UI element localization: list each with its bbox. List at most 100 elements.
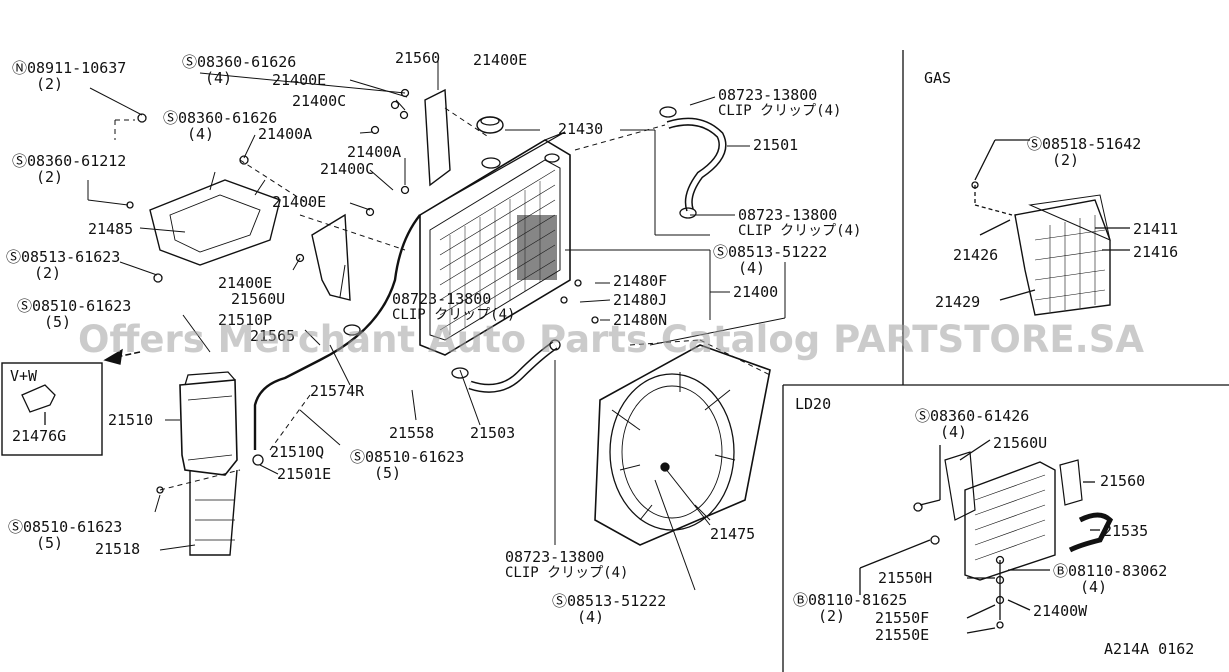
- qty-label: (4): [187, 125, 215, 143]
- part-label-08110-83062: Ⓑ08110-83062: [1053, 562, 1168, 580]
- part-label-21480N: 21480N: [613, 311, 668, 329]
- part-label-21535: 21535: [1103, 522, 1149, 540]
- qty-label: (2): [36, 75, 64, 93]
- part-label-08518-51642: Ⓢ08518-51642: [1027, 135, 1142, 153]
- part-label-21400C: 21400C: [320, 160, 375, 178]
- part-label-21550F: 21550F: [875, 609, 930, 627]
- radiator-cap: [476, 116, 504, 134]
- part-label-21550E: 21550E: [875, 626, 930, 644]
- clip-label-code: 08723-13800: [392, 290, 492, 308]
- part-label-08360-61626: Ⓢ08360-61626: [163, 109, 278, 127]
- part-label-21411: 21411: [1133, 220, 1179, 238]
- part-label-08510-61623: Ⓢ08510-61623: [8, 518, 123, 536]
- diagram-code: A214A 0162: [1104, 640, 1195, 658]
- part-label-21501: 21501: [753, 136, 799, 154]
- qty-label: (2): [1052, 151, 1080, 169]
- reservoir-tank: [179, 371, 238, 556]
- part-label-21510Q: 21510Q: [270, 443, 325, 461]
- qty-label: (4): [577, 608, 605, 626]
- solid-leaders: [87, 58, 786, 591]
- part-label-21475: 21475: [710, 525, 756, 543]
- part-label-21503: 21503: [470, 424, 516, 442]
- qty-label: (2): [818, 607, 846, 625]
- part-label-08110-81625: Ⓑ08110-81625: [793, 591, 908, 609]
- part-label-21565: 21565: [250, 327, 296, 345]
- part-label-21510P: 21510P: [218, 311, 273, 329]
- part-label-21400W: 21400W: [1033, 602, 1088, 620]
- part-label-08360-61626: Ⓢ08360-61626: [182, 53, 297, 71]
- dashed-leaders: [114, 107, 771, 491]
- clip-label-text: CLIP クリップ(4): [738, 223, 862, 239]
- clip-label-text: CLIP クリップ(4): [505, 565, 629, 581]
- qty-label: (4): [940, 423, 968, 441]
- part-label-08911-10637: Ⓝ08911-10637: [12, 59, 127, 77]
- part-label-21429: 21429: [935, 293, 981, 311]
- clip-label-code: 08723-13800: [505, 548, 605, 566]
- part-label-21480F: 21480F: [613, 272, 668, 290]
- part-label-21510: 21510: [108, 411, 154, 429]
- part-label-08510-61623: Ⓢ08510-61623: [17, 297, 132, 315]
- radiator-core: [419, 131, 571, 356]
- part-label-21574R: 21574R: [310, 382, 365, 400]
- part-label-21560: 21560: [1100, 472, 1146, 490]
- watermark-text: Offers Merchant Auto Parts Catalog PARTS…: [78, 318, 1144, 361]
- part-label-21485: 21485: [88, 220, 134, 238]
- qty-label: (4): [205, 69, 233, 87]
- fan-shroud: [594, 344, 771, 546]
- part-label-21400E: 21400E: [272, 193, 327, 211]
- inset-title-gas: GAS: [924, 69, 952, 87]
- overflow-hose: [253, 214, 421, 450]
- part-label-21560U: 21560U: [231, 290, 286, 308]
- qty-label: (2): [36, 168, 64, 186]
- part-label-08360-61212: Ⓢ08360-61212: [12, 152, 127, 170]
- part-label-21400E: 21400E: [473, 51, 528, 69]
- gas-parts: [971, 139, 1130, 316]
- fasteners: [126, 88, 599, 494]
- part-label-08510-61623: Ⓢ08510-61623: [350, 448, 465, 466]
- clip-label-text: CLIP クリップ(4): [718, 103, 842, 119]
- inset-title-vw: V+W: [10, 367, 38, 385]
- part-label-21400A: 21400A: [258, 125, 313, 143]
- upper-hose: [666, 117, 727, 212]
- bracket-21560: [311, 88, 451, 301]
- arrow-vw: [103, 348, 141, 365]
- part-label-21501E: 21501E: [277, 465, 332, 483]
- part-label-21558: 21558: [389, 424, 435, 442]
- part-label-21400: 21400: [733, 283, 779, 301]
- qty-label: (4): [738, 259, 766, 277]
- part-label-21518: 21518: [95, 540, 141, 558]
- clip-label-text: CLIP クリップ(4): [392, 307, 516, 323]
- part-label-21550H: 21550H: [878, 569, 933, 587]
- clip-label-code: 08723-13800: [718, 86, 818, 104]
- inset-title-ld20: LD20: [795, 395, 832, 413]
- qty-label: (5): [36, 534, 64, 552]
- part-label-21430: 21430: [558, 120, 604, 138]
- qty-label: (2): [34, 264, 62, 282]
- part-label-08360-61426: Ⓢ08360-61426: [915, 407, 1030, 425]
- part-label-08513-51222: Ⓢ08513-51222: [552, 592, 667, 610]
- clip-label-code: 08723-13800: [738, 206, 838, 224]
- bracket-21485: [149, 171, 281, 266]
- part-label-21480J: 21480J: [613, 291, 668, 309]
- part-label-08513-61623: Ⓢ08513-61623: [6, 248, 121, 266]
- part-label-21400E: 21400E: [218, 274, 273, 292]
- part-label-21560: 21560: [395, 49, 441, 67]
- part-label-21476G: 21476G: [12, 427, 67, 445]
- qty-label: (5): [374, 464, 402, 482]
- part-label-21416: 21416: [1133, 243, 1179, 261]
- part-label-21400C: 21400C: [292, 92, 347, 110]
- part-label-21400A: 21400A: [347, 143, 402, 161]
- part-label-21400E: 21400E: [272, 71, 327, 89]
- ld20-parts: [859, 439, 1114, 634]
- qty-label: (5): [44, 313, 72, 331]
- lower-hose: [468, 341, 558, 393]
- part-label-21560U: 21560U: [993, 434, 1048, 452]
- vw-bracket: [21, 384, 56, 425]
- part-label-08513-51222: Ⓢ08513-51222: [713, 243, 828, 261]
- qty-label: (4): [1080, 578, 1108, 596]
- hose-clamps: [343, 106, 697, 379]
- part-label-21426: 21426: [953, 246, 999, 264]
- vw-inset-box: [1, 362, 103, 456]
